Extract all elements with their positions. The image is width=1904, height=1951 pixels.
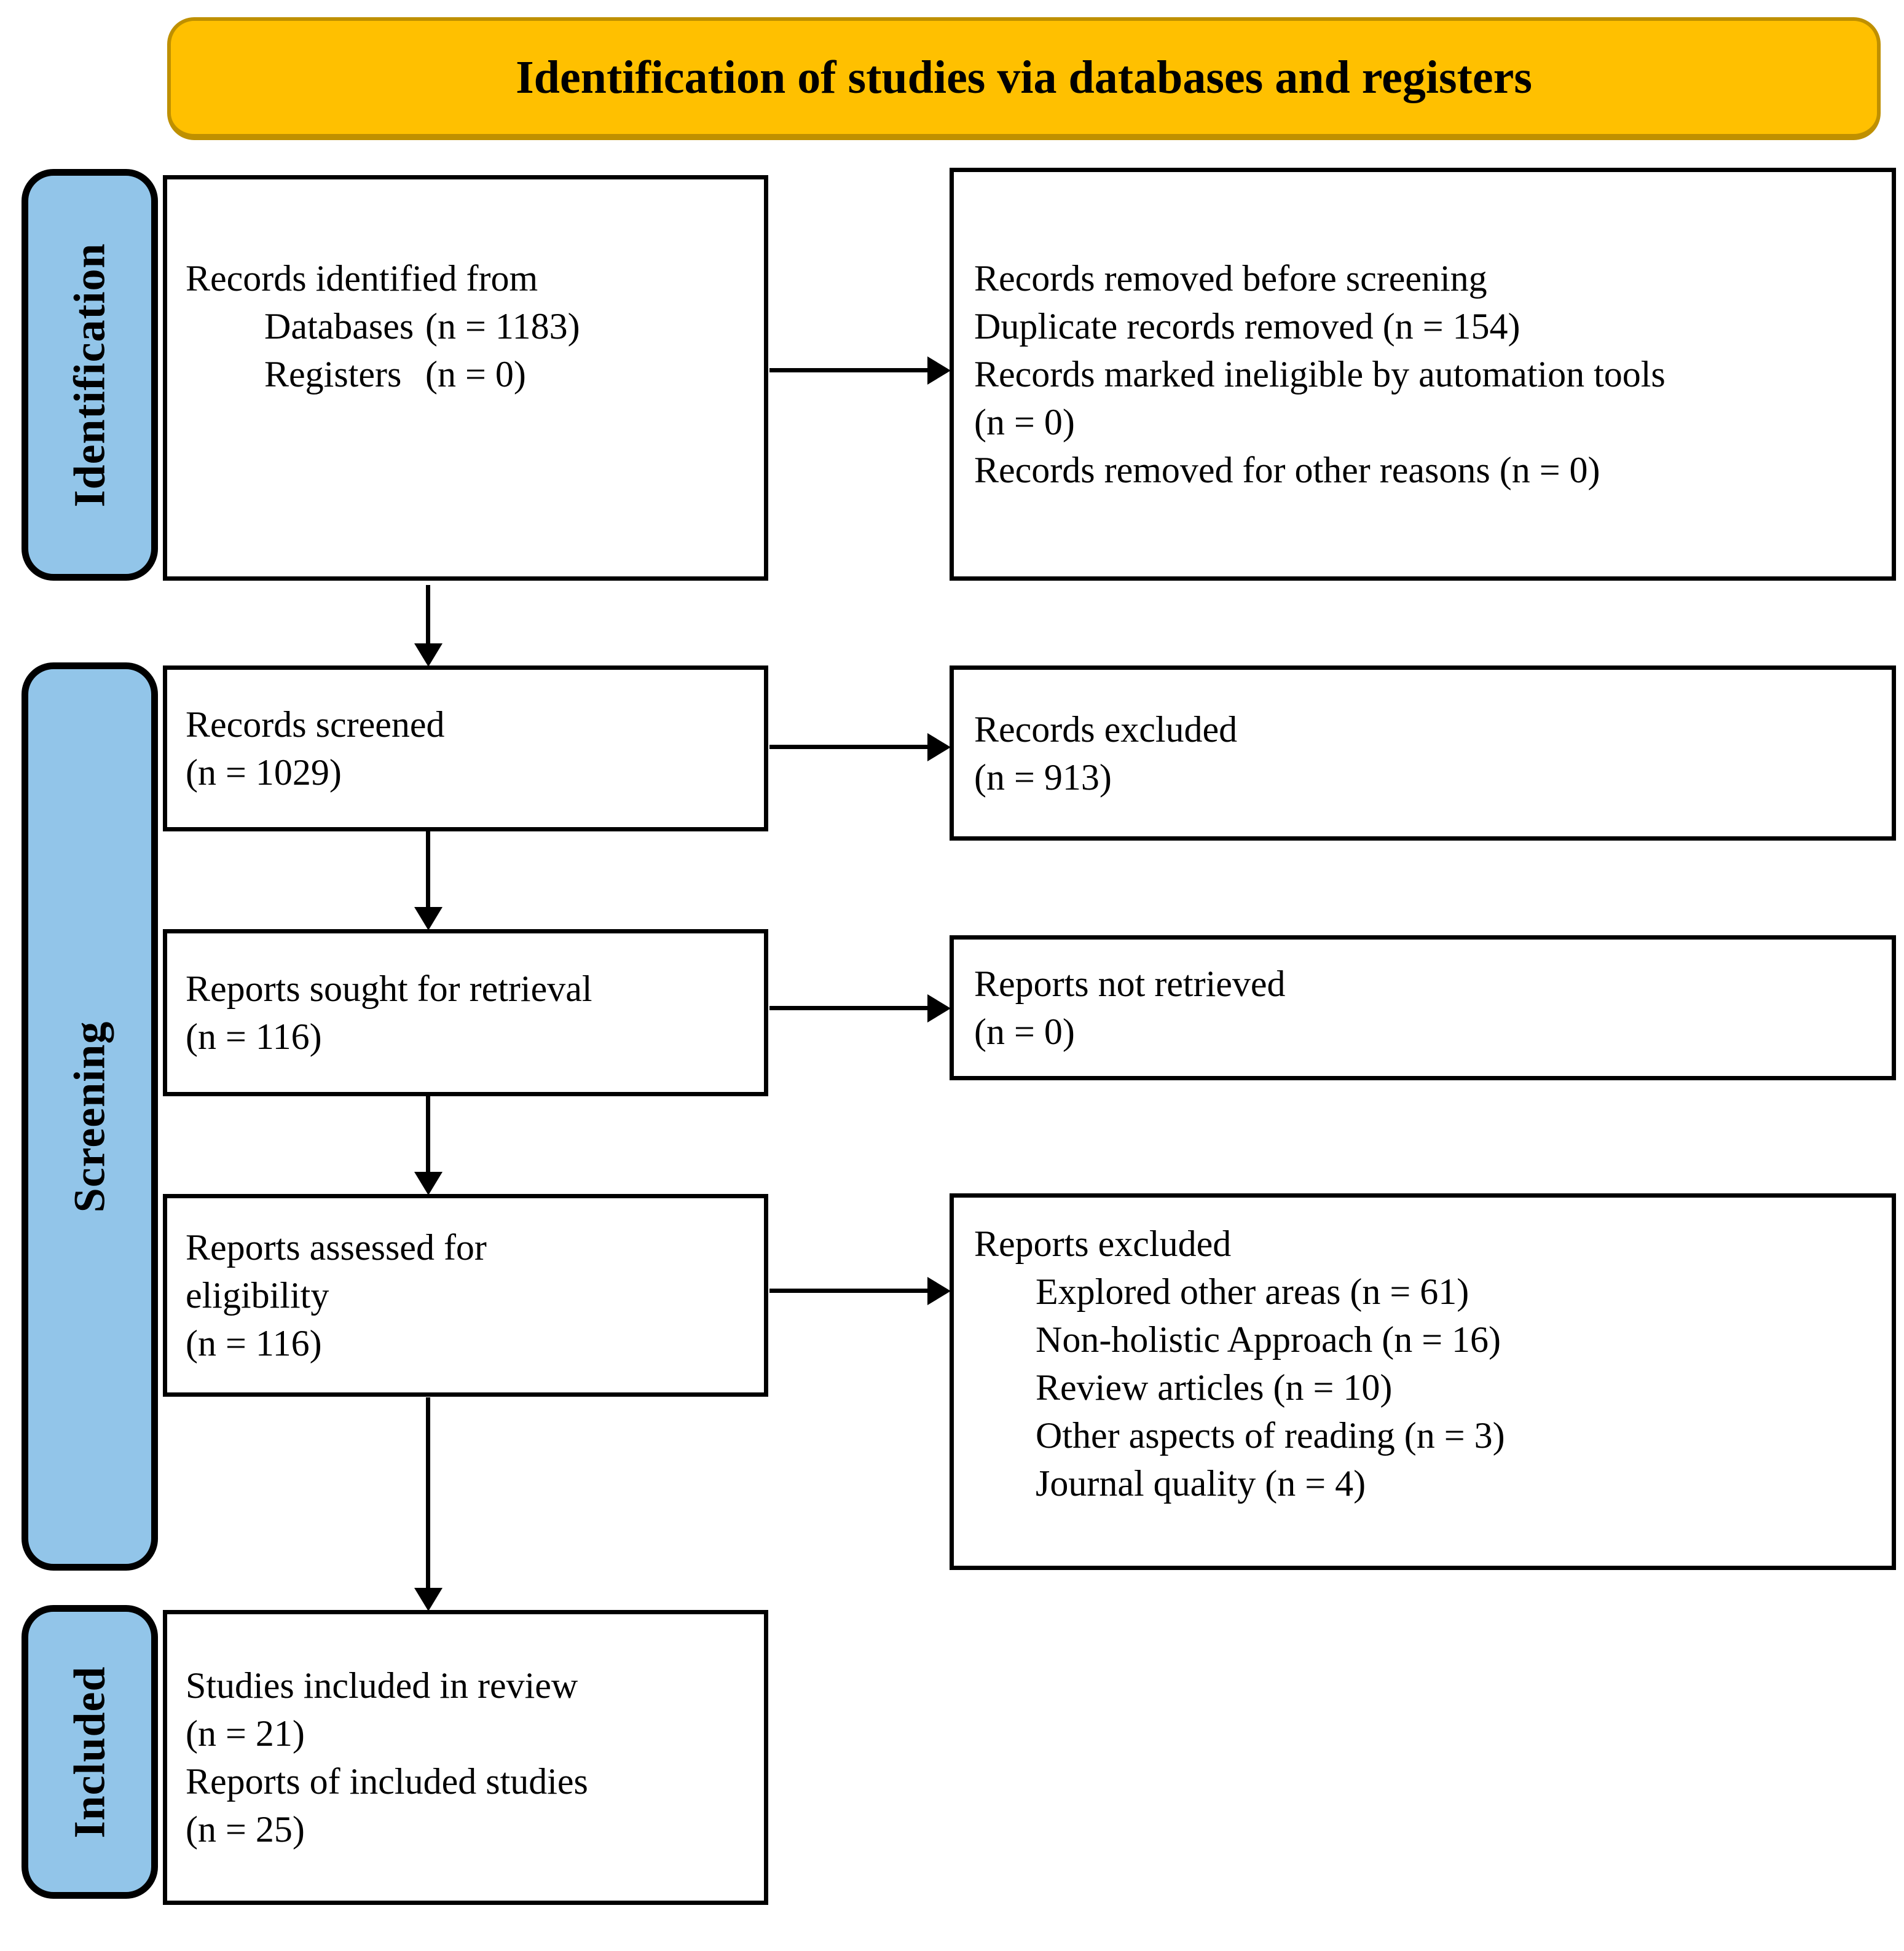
records-removed-line: Records marked ineligible by automation … [974,354,1666,395]
box-reports-sought: Reports sought for retrieval (n = 116) [163,929,768,1096]
studies-included-count: (n = 21) [186,1713,305,1754]
box-records-excluded: Records excluded (n = 913) [950,665,1896,841]
box-studies-included: Studies included in review (n = 21) Repo… [163,1610,768,1905]
databases-count: (n = 1183) [425,306,580,347]
stage-label-included: Included [22,1605,158,1899]
box-records-screened: Records screened (n = 1029) [163,665,768,831]
arrow-assessed-to-excluded [769,1289,927,1293]
reports-assessed-line: Reports assessed for [186,1227,487,1268]
arrow-sought-to-assessed [426,1096,430,1172]
box-records-identified: Records identified from Databases (n = 1… [163,175,768,581]
arrow-screened-to-sought [426,831,430,907]
registers-label: Registers [264,354,402,395]
records-removed-line: Records removed for other reasons (n = 0… [974,450,1600,490]
records-removed-line: Records removed before screening [974,258,1487,299]
reports-excluded-reason: Journal quality (n = 4) [1036,1463,1366,1504]
reports-excluded-reason: Other aspects of reading (n = 3) [1036,1415,1505,1456]
reports-excluded-reason: Non-holistic Approach (n = 16) [1036,1319,1501,1360]
box-reports-excluded: Reports excluded Explored other areas (n… [950,1193,1896,1570]
reports-assessed-count: (n = 116) [186,1323,322,1364]
arrow-assessed-to-included [426,1397,430,1588]
stage-label-screening: Screening [22,662,158,1571]
reports-assessed-line: eligibility [186,1275,329,1316]
arrow-identified-to-screened [426,585,430,643]
diagram-title-banner: Identification of studies via databases … [167,17,1881,140]
studies-included-line: Studies included in review [186,1665,578,1706]
reports-sought-count: (n = 116) [186,1016,322,1057]
records-identified-registers-row: Registers (n = 0) [264,350,752,398]
box-reports-not-retrieved: Reports not retrieved (n = 0) [950,935,1896,1080]
box-reports-assessed: Reports assessed for eligibility (n = 11… [163,1194,768,1397]
box-records-removed: Records removed before screening Duplica… [950,168,1896,581]
stage-label-screening-text: Screening [65,1021,114,1212]
records-screened-line: Records screened [186,704,445,745]
arrow-screened-to-excluded [769,745,927,749]
stage-label-identification: Identification [22,169,158,581]
records-removed-line: (n = 0) [974,402,1075,442]
studies-included-count: (n = 25) [186,1809,305,1850]
arrow-identified-to-removed [769,368,927,372]
records-excluded-line: Records excluded [974,709,1238,750]
registers-count: (n = 0) [425,354,526,395]
records-excluded-count: (n = 913) [974,756,1112,798]
databases-label: Databases [264,306,414,347]
studies-included-line: Reports of included studies [186,1761,588,1802]
reports-not-retrieved-count: (n = 0) [974,1011,1075,1052]
reports-not-retrieved-line: Reports not retrieved [974,964,1286,1004]
reports-excluded-title: Reports excluded [974,1223,1232,1264]
reports-sought-line: Reports sought for retrieval [186,968,592,1009]
reports-excluded-reason: Review articles (n = 10) [1036,1367,1393,1408]
records-removed-line: Duplicate records removed (n = 154) [974,306,1520,347]
stage-label-identification-text: Identification [65,242,114,508]
stage-label-included-text: Included [65,1665,114,1839]
records-screened-count: (n = 1029) [186,752,342,793]
reports-excluded-reason: Explored other areas (n = 61) [1036,1271,1469,1312]
diagram-title: Identification of studies via databases … [516,51,1532,103]
records-identified-databases-row: Databases (n = 1183) [264,302,752,350]
records-identified-title: Records identified from [186,258,538,299]
arrow-sought-to-not-retrieved [769,1006,927,1010]
